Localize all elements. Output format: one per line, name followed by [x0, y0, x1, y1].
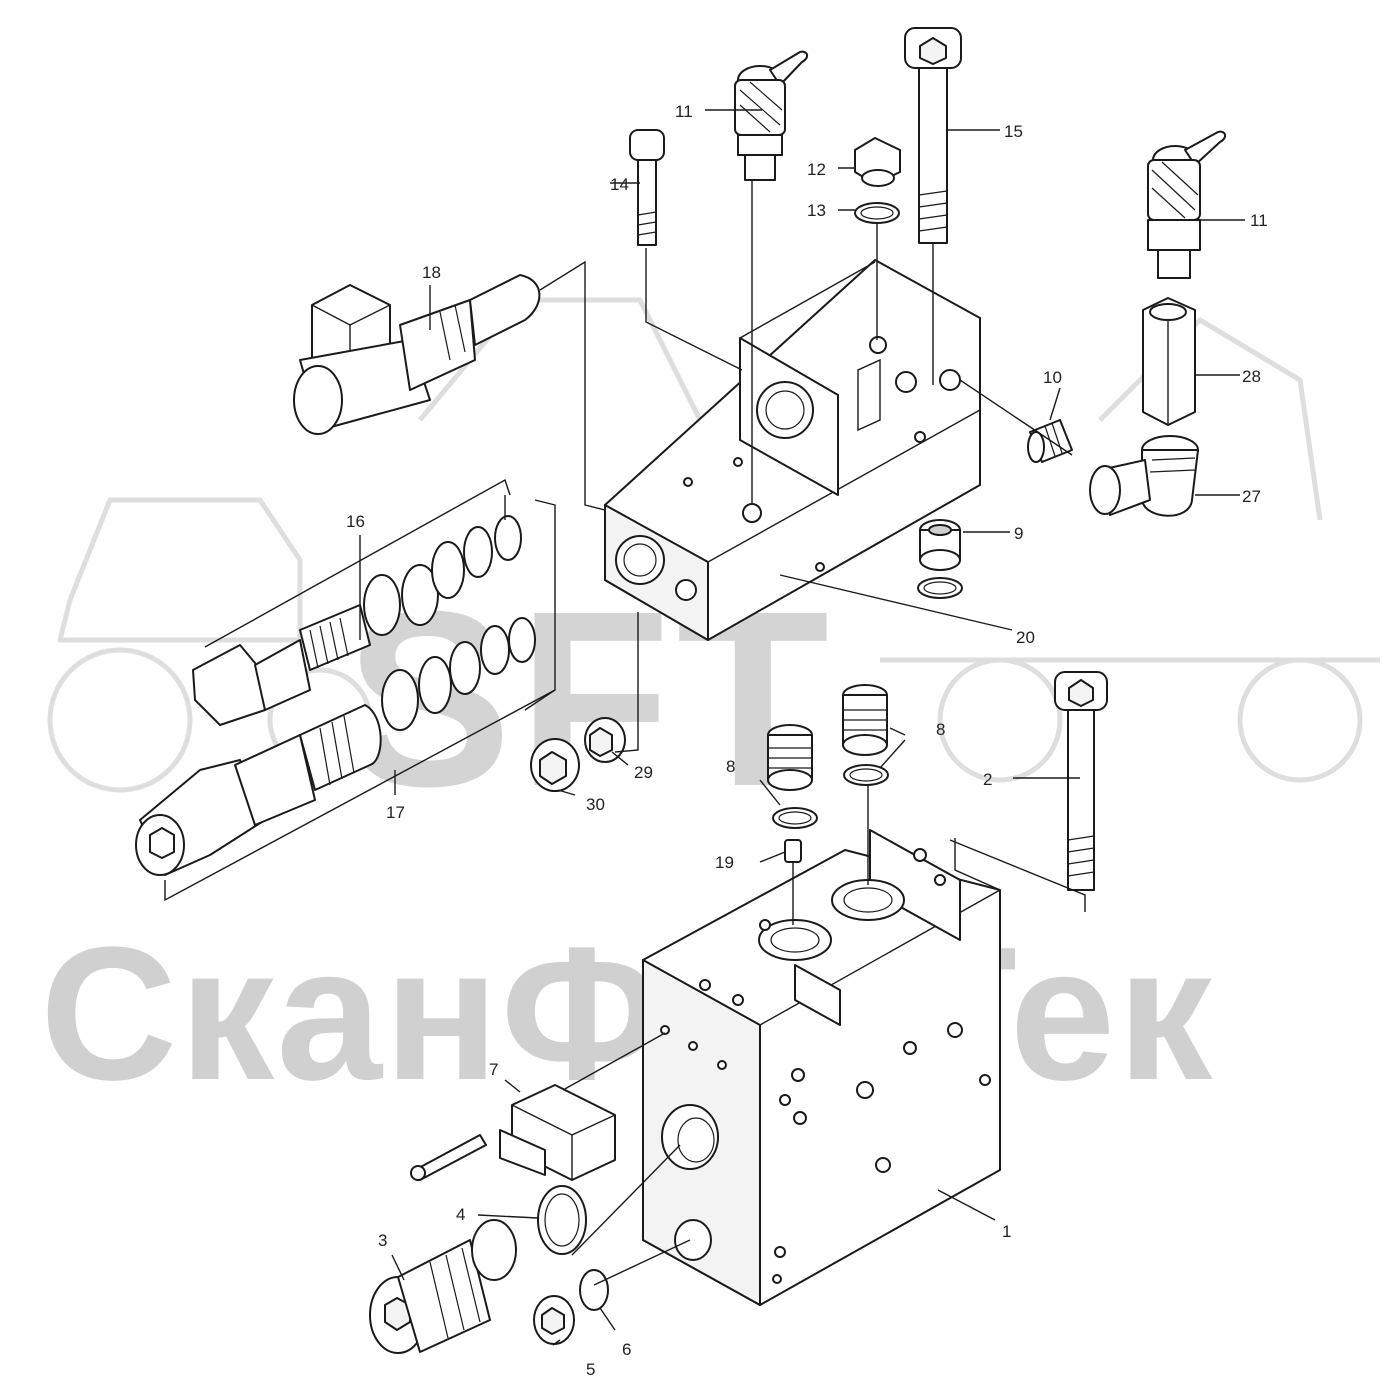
part-15-bolt [904, 27, 962, 244]
part-16-cartridge [192, 604, 371, 726]
callout-15: 15 [1004, 122, 1023, 141]
callout-2: 2 [983, 770, 992, 789]
part-9-check-valve [917, 519, 963, 599]
part-18-solenoid [293, 274, 541, 435]
part-28-adapter [1142, 297, 1196, 426]
callout-10: 10 [1043, 368, 1062, 387]
part-6-oring [579, 1269, 609, 1311]
part-13-oring [854, 202, 900, 224]
part-12-plug [854, 137, 901, 187]
callout-13: 13 [807, 201, 826, 220]
callout-14: 14 [610, 175, 629, 194]
callout-8-left: 8 [726, 757, 735, 776]
callout-11-left: 11 [675, 102, 693, 121]
callout-3: 3 [378, 1231, 387, 1250]
part-17-orings [381, 617, 536, 731]
part-11-test-coupling-right [1147, 130, 1226, 279]
valve-block-upper [604, 259, 981, 641]
callout-20: 20 [1016, 628, 1035, 647]
part-4-oring [537, 1185, 587, 1255]
valve-block-lower [642, 829, 1001, 1306]
callout-16: 16 [346, 512, 365, 531]
part-8-plug-right [842, 684, 889, 786]
part-17-cartridge [135, 704, 382, 876]
callout-30: 30 [586, 795, 605, 814]
callout-19: 19 [715, 853, 734, 872]
callout-12: 12 [807, 160, 826, 179]
callout-5: 5 [586, 1360, 595, 1379]
callout-4: 4 [456, 1205, 465, 1224]
callout-17: 17 [386, 803, 405, 822]
part-2-bolt [1054, 671, 1108, 891]
callout-28: 28 [1242, 367, 1261, 386]
callout-9: 9 [1014, 524, 1023, 543]
part-11-test-coupling-left [734, 50, 808, 181]
part-19-grub-screw [784, 839, 802, 863]
callout-11-right: 11 [1250, 211, 1268, 230]
part-3-relief-valve [369, 1219, 517, 1354]
part-8-plug-left [767, 724, 818, 829]
part-16-orings [363, 515, 522, 636]
watermark-brand: СканФорТек [40, 908, 1215, 1120]
callout-labels: 1 2 3 4 5 6 7 8 8 9 10 11 11 12 13 14 15… [346, 102, 1268, 1379]
callout-7: 7 [489, 1060, 498, 1079]
callout-18: 18 [422, 263, 441, 282]
callout-1: 1 [1002, 1222, 1011, 1241]
part-30-plug [530, 738, 580, 792]
part-7-coil [410, 1084, 616, 1181]
callout-6: 6 [622, 1340, 631, 1359]
part-29-plug [584, 717, 626, 763]
leader-lines [164, 109, 1245, 1346]
callout-8-right: 8 [936, 720, 945, 739]
callout-27: 27 [1242, 487, 1261, 506]
part-27-elbow [1089, 435, 1199, 517]
callout-29: 29 [634, 763, 653, 782]
part-14-bolt [629, 129, 665, 246]
part-5-plug [533, 1295, 575, 1345]
